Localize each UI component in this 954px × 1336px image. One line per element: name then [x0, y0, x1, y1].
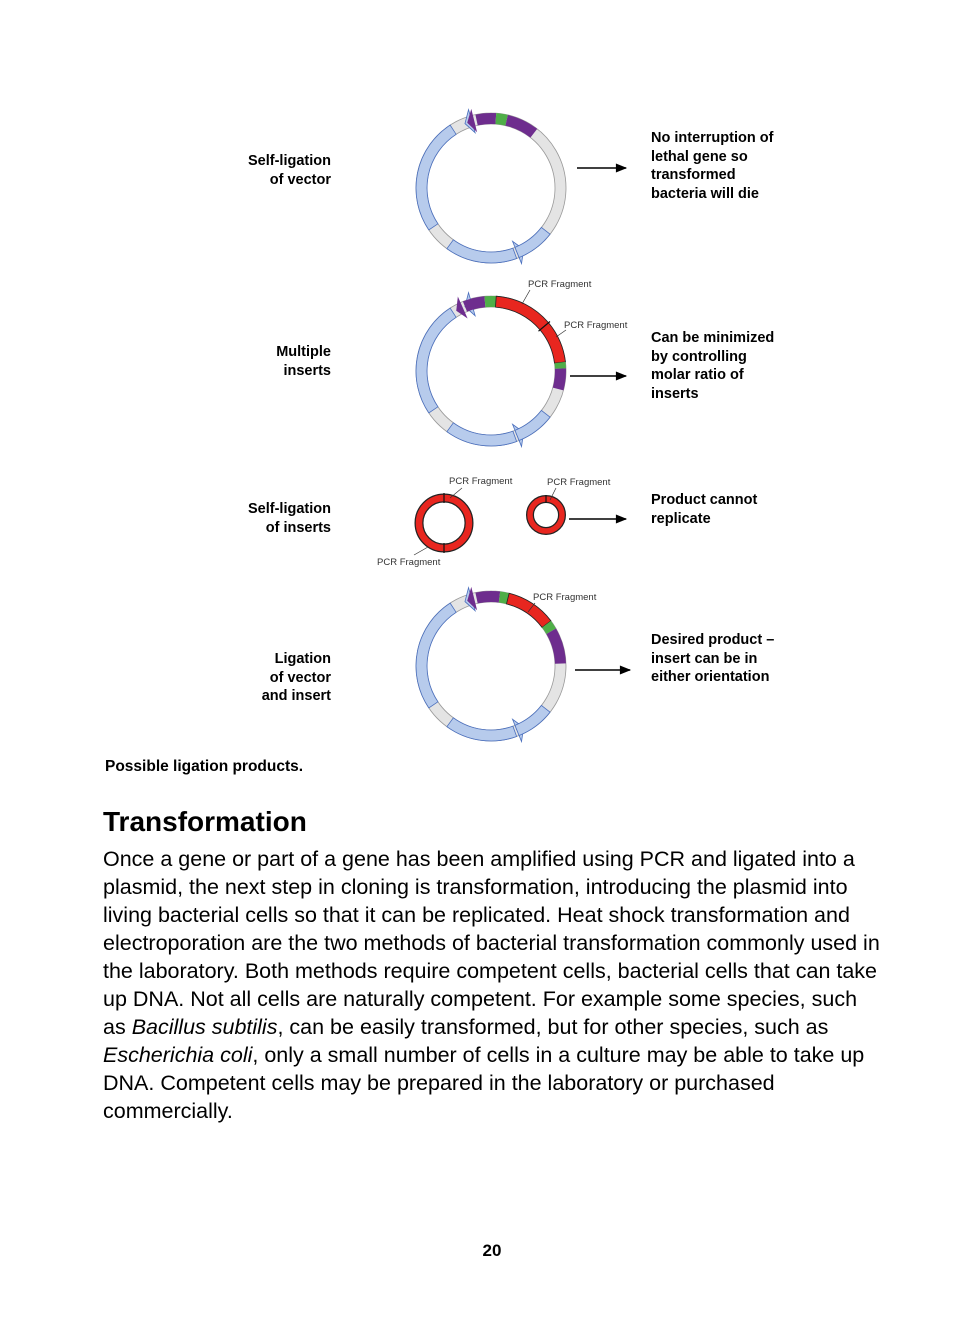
- blue-gene-arrow: [447, 240, 517, 263]
- pcr-fragment-label: PCR Fragment: [449, 476, 513, 487]
- body-text-run: Once a gene or part of a gene has been a…: [103, 847, 880, 1039]
- blue-gene-arrow: [416, 308, 456, 413]
- pcr-fragment-insert: [495, 296, 548, 330]
- pcr-fragment-insert: [540, 323, 565, 363]
- blue-gene-arrow: [515, 227, 550, 257]
- purple-marker-segment: [475, 591, 500, 603]
- blue-gene-arrow: [447, 423, 517, 446]
- body-text-run: , can be easily transformed, but for oth…: [277, 1015, 828, 1039]
- blue-gene-arrow: [416, 125, 456, 230]
- species-name: Escherichia coli: [103, 1043, 252, 1067]
- ligation-products-diagram: PCR Fragment PCR Fragment PCR Fragment P…: [0, 0, 954, 760]
- purple-marker-segment: [505, 115, 537, 138]
- plasmid-vector-with-insert: [416, 587, 566, 742]
- plasmid-self-ligated-vector: [416, 109, 566, 264]
- blue-gene-arrow: [416, 603, 456, 708]
- purple-marker-segment: [546, 629, 566, 664]
- body-paragraph: Once a gene or part of a gene has been a…: [103, 845, 883, 1125]
- figure-caption: Possible ligation products.: [105, 758, 303, 776]
- insert-circle-double: [419, 493, 469, 553]
- green-marker-segment: [484, 296, 496, 307]
- blue-gene-arrow: [515, 410, 550, 440]
- pcr-fragment-label: PCR Fragment: [547, 477, 611, 488]
- blue-gene-arrow: [515, 705, 550, 735]
- blue-gene-arrow: [447, 718, 517, 741]
- pcr-fragment-label: PCR Fragment: [528, 279, 592, 290]
- pcr-fragment-label: PCR Fragment: [533, 592, 597, 603]
- pcr-fragment-label: PCR Fragment: [564, 320, 628, 331]
- pcr-leader-line: [522, 290, 530, 304]
- pcr-fragment-label: PCR Fragment: [377, 557, 441, 568]
- pcr-leader-line: [414, 547, 428, 555]
- insert-circle-double-fill: [419, 498, 469, 548]
- insert-circle-single-fill: [530, 499, 562, 531]
- plasmid-multiple-inserts: [416, 293, 566, 447]
- insert-circle-single: [530, 495, 562, 531]
- species-name: Bacillus subtilis: [132, 1015, 278, 1039]
- purple-marker-segment: [475, 113, 496, 125]
- page-number: 20: [0, 1241, 954, 1261]
- pcr-leader-line: [556, 330, 566, 337]
- section-heading: Transformation: [103, 806, 307, 838]
